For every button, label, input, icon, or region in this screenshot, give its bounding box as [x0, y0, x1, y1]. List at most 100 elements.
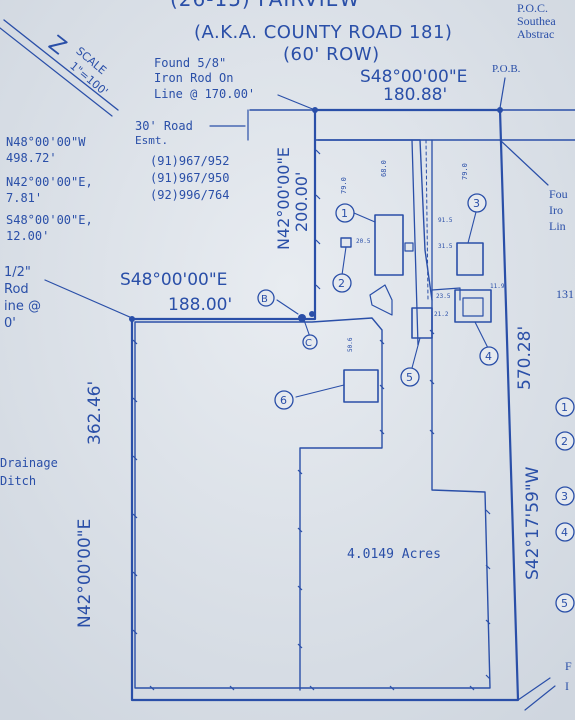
fence-tick [485, 619, 491, 625]
fence-tick [389, 685, 395, 691]
left-rod-3: ine @ [4, 299, 41, 314]
phone-1: (91)967/952 [150, 154, 229, 168]
left-rod-leader [44, 279, 133, 319]
legend-5-circle [555, 593, 575, 613]
vertical-distance: 200.00' [292, 172, 311, 232]
fence-tick [297, 643, 303, 649]
phone-3: (92)996/764 [150, 188, 229, 202]
fence-tick [315, 194, 321, 200]
fence-tick [297, 469, 303, 475]
right-found-1: Fou [549, 187, 568, 201]
building-4 [454, 289, 492, 323]
fence-tick [379, 384, 385, 390]
callout-2-leader [341, 246, 347, 276]
north-arrow-shaft-2 [0, 27, 113, 117]
left-note-6: 12.00' [6, 229, 49, 243]
corner-left [129, 316, 135, 322]
bottom-right-leader [517, 677, 551, 701]
found-rod-leader [277, 94, 316, 111]
building-6 [343, 369, 379, 403]
callout-5-circle [400, 367, 420, 387]
dim-9: 50.6 [347, 337, 354, 352]
small-slab [404, 242, 414, 252]
property-boundary [130, 108, 520, 702]
poc-southeast: Southea [517, 14, 556, 28]
point-c-leader [303, 319, 311, 338]
corner-b [298, 314, 306, 322]
drainage-2: Ditch [0, 474, 36, 488]
connector [431, 287, 461, 301]
vertical-bearing: N42°00'00"E [274, 147, 293, 250]
building-1 [374, 214, 404, 276]
fence-tick [132, 339, 138, 345]
callout-1-circle [335, 203, 355, 223]
found-rod-line2: Iron Rod On [154, 71, 233, 85]
top-distance: 180.88' [383, 85, 447, 105]
acreage: 4.0149 Acres [347, 547, 441, 562]
legend-4-number: 4 [561, 526, 568, 539]
bottom-right-2: I [565, 679, 569, 693]
legend-2-circle [555, 431, 575, 451]
fence-tick [132, 397, 138, 403]
pob-leader [499, 77, 506, 109]
bottom-right-1: F [565, 659, 572, 673]
dim-3: 79.0 [461, 163, 469, 180]
fence-tick [315, 284, 321, 290]
easement-line1: 30' Road [135, 119, 193, 133]
callout-1-number: 1 [341, 207, 348, 220]
left-note-3: N42°00'00"E, [6, 175, 93, 189]
corner-pob [497, 107, 503, 113]
legend-1-number: 1 [561, 401, 568, 414]
legend-3-number: 3 [561, 490, 568, 503]
center-fence [411, 139, 419, 346]
callout-3-number: 3 [473, 197, 480, 210]
found-rod-line3: Line @ 170.00' [154, 87, 255, 101]
corner-nw [312, 107, 318, 113]
dim-1: 79.0 [340, 177, 348, 194]
fence-tick [469, 685, 475, 691]
easement-line2: Esmt. [135, 134, 168, 147]
fence-tick [485, 674, 491, 680]
right-bearing: S42°17'59"W [523, 466, 543, 580]
point-b-label: B [261, 294, 268, 305]
right-number: 131 [556, 287, 574, 301]
fence-tick [379, 339, 385, 345]
callout-6-leader [295, 384, 345, 398]
fence-tick [132, 629, 138, 635]
fence-tick [309, 685, 315, 691]
left-bearing: N42°00'00"E [75, 519, 95, 628]
bottom-right-leader-2 [524, 685, 556, 711]
top-bearing: S48°00'00"E [360, 67, 467, 87]
right-found-2: Iro [549, 203, 563, 217]
building-5 [411, 307, 433, 339]
dim-10: 11.9 [490, 283, 505, 290]
left-note-2: 498.72' [6, 151, 57, 165]
road-row: (60' ROW) [283, 44, 380, 65]
fence-tick [132, 513, 138, 519]
phone-2: (91)967/950 [150, 171, 229, 185]
left-distance: 362.46' [85, 381, 105, 445]
callout-4-leader [474, 321, 489, 349]
left-note-1: N48°00'00"W [6, 135, 86, 149]
fence-tick [315, 149, 321, 155]
fence-tick [132, 571, 138, 577]
legend-4-circle [555, 522, 575, 542]
fence-tick [315, 239, 321, 245]
fence-tick [429, 379, 435, 385]
callout-4-circle [479, 346, 499, 366]
callout-1-leader [353, 212, 376, 223]
callout-2-circle [332, 273, 352, 293]
dim-4: 91.5 [438, 217, 453, 224]
fence-tick [485, 509, 491, 515]
callout-6-number: 6 [280, 394, 287, 407]
legend-1-circle [555, 397, 575, 417]
left-rod-2: Rod [4, 282, 29, 297]
road-aka: (A.K.A. COUNTY ROAD 181) [194, 22, 452, 43]
callout-6-circle [274, 390, 294, 410]
fence-ticks [132, 149, 491, 691]
road-name-top: (26-15) FAIRVIEW [170, 0, 360, 11]
legend-3-circle [555, 486, 575, 506]
dim-6: 20.5 [356, 238, 371, 245]
